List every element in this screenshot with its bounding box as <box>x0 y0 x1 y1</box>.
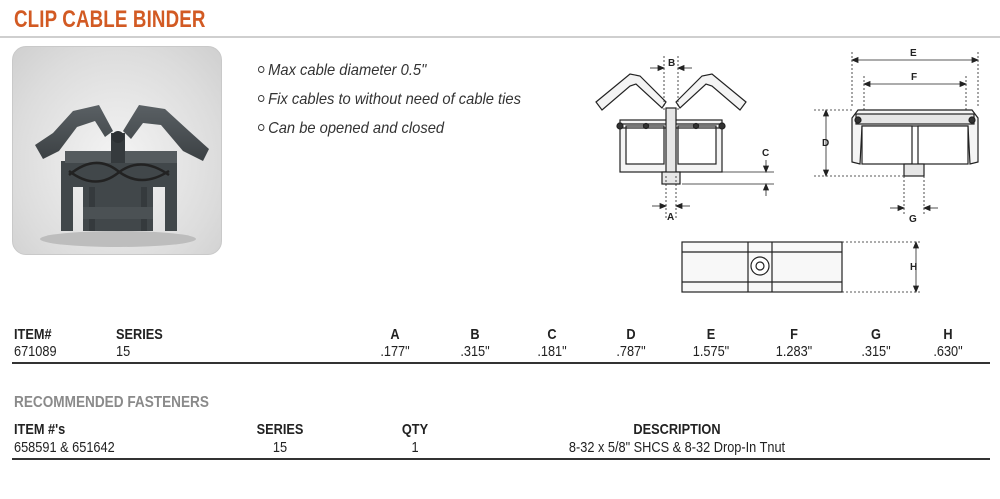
spec-cell-item: 671089 <box>14 343 57 360</box>
fastener-header-series: SERIES <box>256 421 304 438</box>
title-divider <box>0 36 1000 38</box>
fastener-cell-qty: 1 <box>411 439 419 456</box>
dim-label-h: H <box>910 262 917 273</box>
circle-bullet-icon <box>258 124 265 131</box>
top-view-drawing: H <box>681 240 922 294</box>
feature-list: Max cable diameter 0.5" Fix cables to wi… <box>258 60 544 147</box>
spec-header-item: ITEM# <box>14 326 52 343</box>
fasteners-table-rule <box>12 458 990 460</box>
spec-header-a: A <box>390 326 400 343</box>
dim-label-a: A <box>667 212 674 223</box>
feature-item: Fix cables to without need of cable ties <box>258 89 521 118</box>
spec-header-series: SERIES <box>116 326 163 343</box>
side-view-drawing: E F D G <box>814 48 980 225</box>
fastener-header-description: DESCRIPTION <box>633 421 721 438</box>
circle-bullet-icon <box>258 66 265 73</box>
spec-cell-g: .315" <box>861 343 891 360</box>
spec-header-d: D <box>626 326 636 343</box>
spec-header-e: E <box>706 326 716 343</box>
dim-label-f: F <box>911 72 917 83</box>
spec-header-b: B <box>470 326 480 343</box>
cable-binder-image <box>35 105 209 247</box>
dim-label-d: D <box>822 138 829 149</box>
spec-cell-c: .181" <box>537 343 567 360</box>
spec-cell-a: .177" <box>380 343 410 360</box>
spec-header-h: H <box>943 326 953 343</box>
spec-header-g: G <box>871 326 881 343</box>
front-view-drawing: B A C <box>595 56 774 223</box>
feature-item: Can be opened and closed <box>258 118 521 147</box>
fastener-cell-series: 15 <box>272 439 288 456</box>
spec-table-rule <box>12 362 990 364</box>
fastener-cell-description: 8-32 x 5/8" SHCS & 8-32 Drop-In Tnut <box>568 439 786 456</box>
spec-cell-b: .315" <box>460 343 490 360</box>
spec-header-f: F <box>790 326 798 343</box>
dim-label-g: G <box>909 214 917 225</box>
spec-cell-series: 15 <box>116 343 131 360</box>
fasteners-title: RECOMMENDED FASTENERS <box>14 394 209 411</box>
dim-label-c: C <box>762 148 769 159</box>
spec-header-c: C <box>547 326 557 343</box>
fastener-header-qty: QTY <box>401 421 429 438</box>
spec-cell-d: .787" <box>616 343 646 360</box>
spec-cell-f: 1.283" <box>775 343 813 360</box>
spec-cell-h: .630" <box>933 343 963 360</box>
fastener-header-item: ITEM #'s <box>14 421 66 438</box>
spec-cell-e: 1.575" <box>692 343 730 360</box>
product-photo <box>12 46 222 255</box>
feature-item: Max cable diameter 0.5" <box>258 60 521 89</box>
dim-label-b: B <box>668 58 675 69</box>
circle-bullet-icon <box>258 95 265 102</box>
dim-label-e: E <box>910 48 917 59</box>
fastener-cell-item: 658591 & 651642 <box>14 439 115 456</box>
page-title: CLIP CABLE BINDER <box>14 6 206 33</box>
